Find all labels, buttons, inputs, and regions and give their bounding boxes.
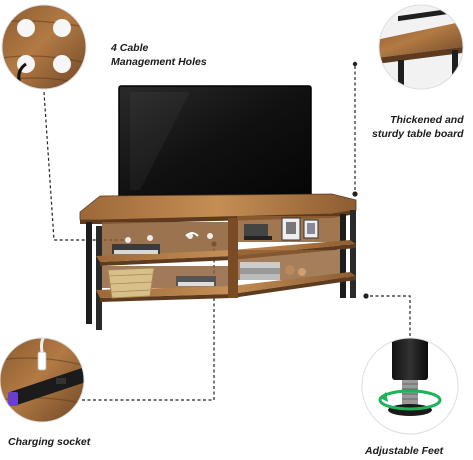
socket-callout-line — [82, 244, 215, 401]
table-board-detail — [379, 5, 463, 89]
cable-holes-caption: 4 Cable Management Holes — [111, 41, 207, 69]
feet-callout-dot — [363, 293, 369, 299]
charging-socket-detail — [0, 338, 84, 422]
table-board-caption: Thickened and sturdy table board — [372, 113, 464, 141]
adjustable-feet-detail — [362, 338, 458, 434]
cable-holes-line2: Management Holes — [111, 56, 207, 68]
adjustable-feet-label: Adjustable Feet — [365, 445, 444, 457]
tv — [118, 85, 312, 207]
table-board-line1: Thickened and — [390, 114, 464, 126]
feet-callout-line — [370, 295, 411, 336]
cable-holes-line1: 4 Cable — [111, 42, 149, 54]
charging-socket-caption: Charging socket — [8, 435, 90, 449]
charging-socket-label: Charging socket — [8, 436, 91, 448]
tv-stand — [79, 193, 357, 330]
adjustable-feet-caption: Adjustable Feet — [365, 444, 443, 458]
cable-holes-detail — [2, 5, 86, 89]
table-board-line2: sturdy table board — [372, 128, 464, 140]
callout-lines — [43, 66, 411, 401]
board-callout-dot — [352, 191, 358, 197]
